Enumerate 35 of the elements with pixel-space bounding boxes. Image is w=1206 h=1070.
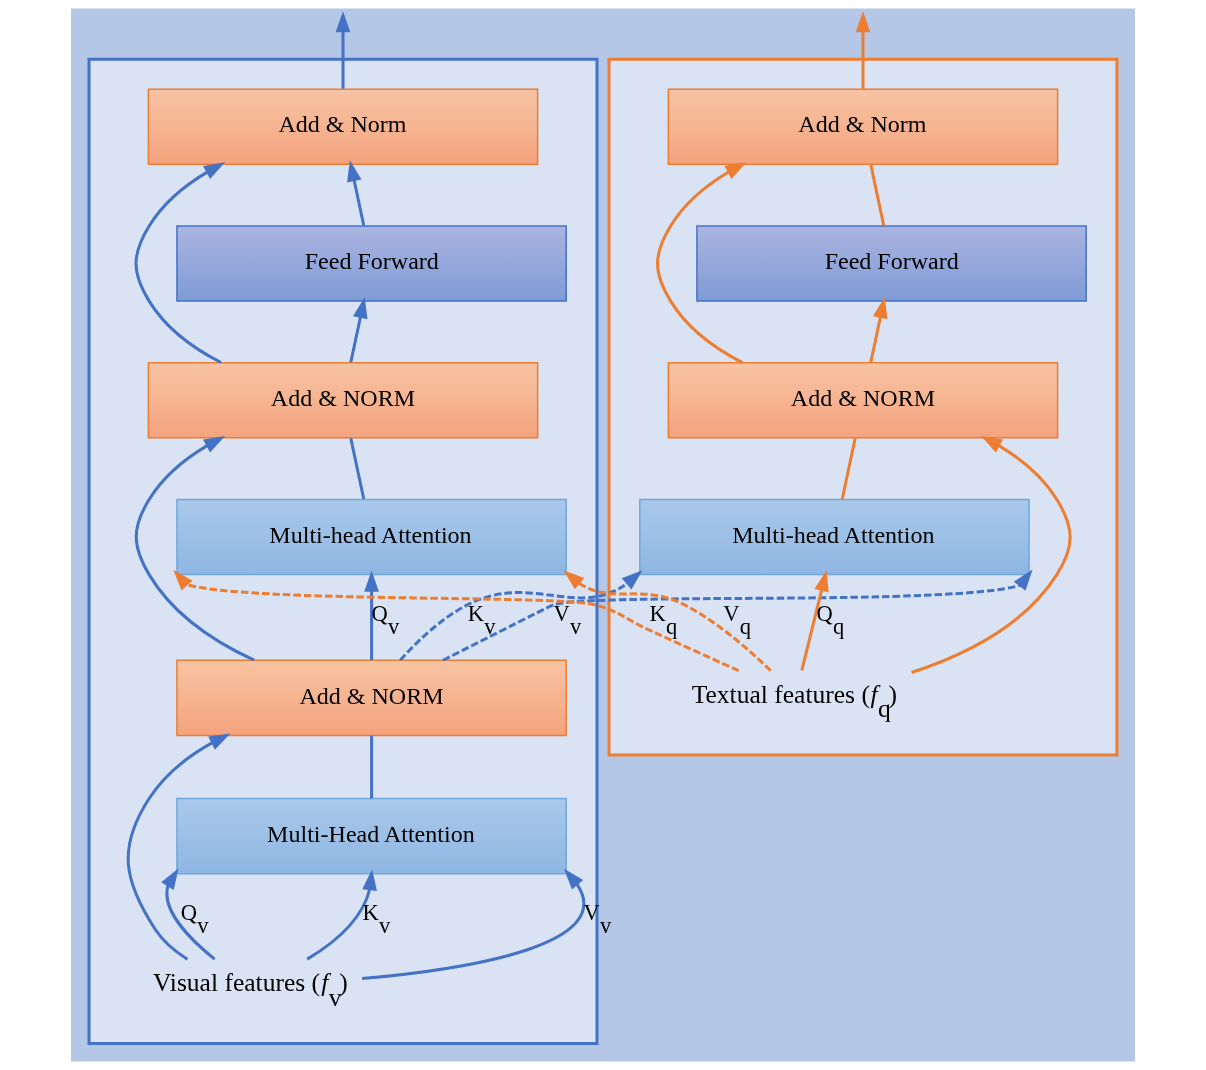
node-box: Add & NORM [147, 361, 539, 439]
node-box: Add & NORM [667, 361, 1059, 439]
arrow [869, 297, 888, 363]
connector [840, 437, 857, 500]
arrow [335, 11, 351, 89]
arrow [656, 162, 747, 364]
arrow [347, 160, 366, 226]
node-box: Add & NORM [176, 659, 567, 737]
arrow [306, 869, 377, 961]
cluster [607, 57, 1119, 757]
arrow [563, 570, 772, 672]
arrow [442, 569, 1033, 662]
arrow [800, 570, 829, 671]
connector [370, 735, 374, 799]
node-box: Multi-head Attention [176, 498, 567, 576]
arrow [855, 11, 871, 89]
arrow [361, 868, 585, 981]
arrow [364, 570, 379, 661]
connector [349, 437, 366, 500]
node-box: Multi-head Attention [639, 498, 1030, 576]
arrow [173, 569, 740, 673]
node-box: Add & Norm [147, 88, 539, 166]
arrow [911, 435, 1072, 674]
cluster [87, 57, 599, 1045]
arrow [349, 297, 368, 363]
node-box: Feed Forward [176, 225, 567, 302]
arrow [161, 868, 216, 961]
arrow [126, 733, 231, 961]
node-box: Feed Forward [696, 225, 1087, 302]
node-box: Multi-Head Attention [176, 797, 567, 875]
arrow [134, 435, 255, 662]
node-box: Add & Norm [667, 88, 1059, 166]
arrow [399, 570, 643, 662]
arrow [134, 162, 226, 364]
connector [869, 164, 886, 226]
